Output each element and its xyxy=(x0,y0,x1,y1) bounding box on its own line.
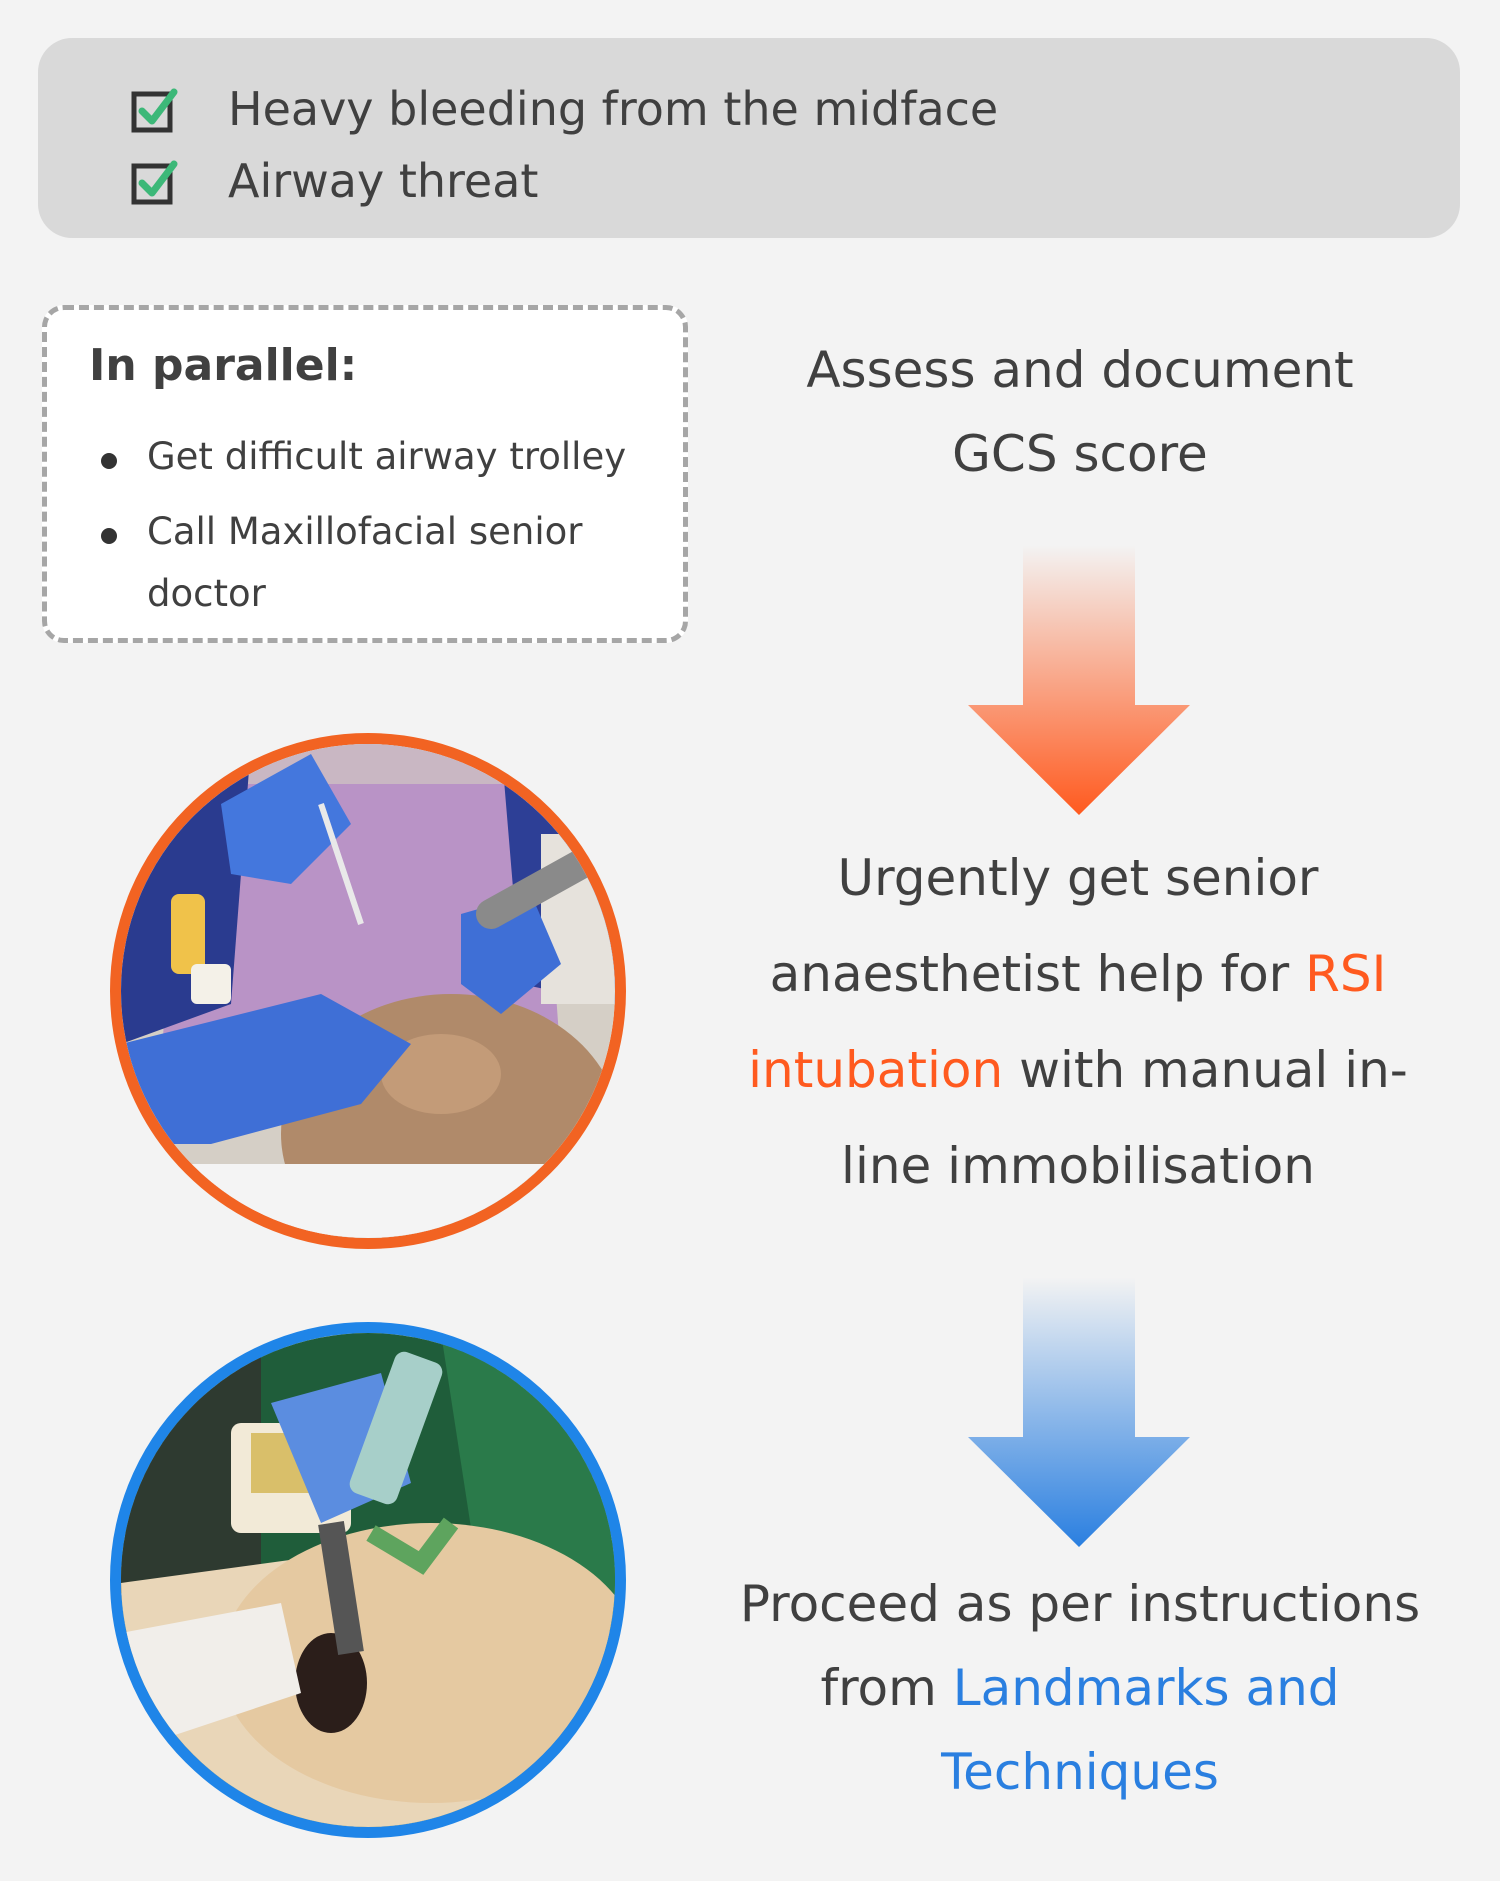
parallel-item: Call Maxillofacial senior doctor xyxy=(147,510,583,615)
rsi-intubation-photo xyxy=(110,733,626,1249)
assess-gcs-step: Assess and document GCS score xyxy=(806,341,1354,483)
arrow-down-icon xyxy=(968,545,1190,815)
proceed-step: Proceed as per instructions from Landmar… xyxy=(700,1562,1460,1814)
airway-device-photo xyxy=(110,1322,626,1838)
checklist-item: Airway threat xyxy=(130,154,538,208)
checklist-item-label: Heavy bleeding from the midface xyxy=(228,82,999,136)
proceed-text: Proceed as per instructions from xyxy=(739,1575,1421,1717)
bullet-icon xyxy=(101,453,117,469)
checkbox-checked-icon xyxy=(131,160,178,205)
landmarks-techniques-link[interactable]: Landmarks and Techniques xyxy=(941,1659,1340,1801)
checkbox-checked-icon xyxy=(131,88,178,133)
rsi-intubation-highlight: RSI intubation xyxy=(748,945,1387,1099)
rsi-text-after: with manual in-line immobilisation xyxy=(841,1041,1408,1195)
airway-device-image xyxy=(121,1333,615,1827)
arrow-down-icon xyxy=(968,1277,1190,1547)
parallel-actions-box: In parallel: Get difficult airway trolle… xyxy=(42,305,688,643)
parallel-item: Get difficult airway trolley xyxy=(147,435,627,478)
symptom-checklist: Heavy bleeding from the midface Airway t… xyxy=(38,38,1460,238)
rsi-text-before: Urgently get senior anaesthetist help fo… xyxy=(769,849,1319,1003)
rsi-intubation-step: Urgently get senior anaesthetist help fo… xyxy=(728,830,1428,1214)
parallel-title: In parallel: xyxy=(89,340,358,391)
bullet-icon xyxy=(101,528,117,544)
checklist-item: Heavy bleeding from the midface xyxy=(130,82,998,136)
checklist-item-label: Airway threat xyxy=(228,154,539,208)
intubation-image xyxy=(121,744,615,1238)
